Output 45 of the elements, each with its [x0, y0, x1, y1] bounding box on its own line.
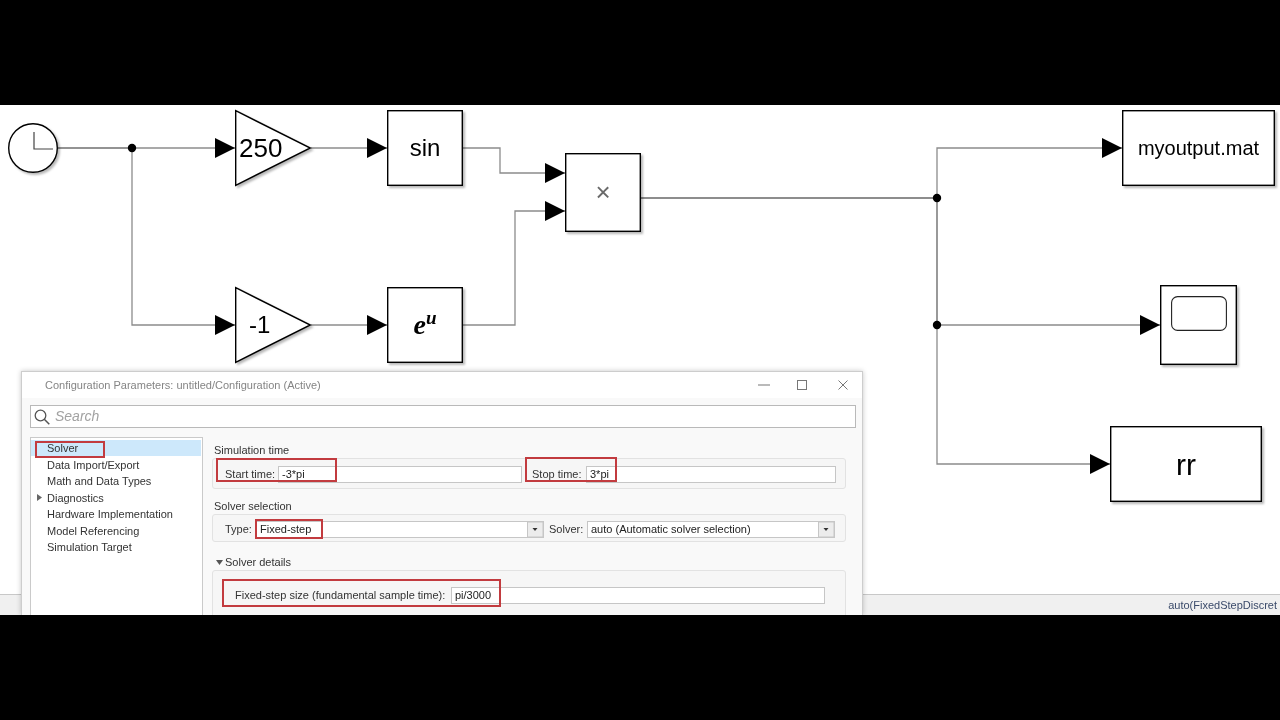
sink-block: [1110, 426, 1262, 502]
file-name: myoutput.mat: [1137, 137, 1260, 159]
tree-item: Diagnostics: [47, 490, 104, 506]
search-field: Search: [30, 405, 856, 428]
signal-line: [462, 147, 566, 183]
field-label: Start time:: [225, 467, 276, 481]
function-formula: e$^{u}$: [413, 309, 437, 341]
function-name: sin: [409, 134, 441, 162]
gain-block: [235, 287, 311, 363]
product-block: [565, 153, 641, 232]
tree-item: Math and Data Types: [47, 474, 152, 489]
tree-item: Data Import/Export: [47, 457, 140, 473]
text-field: pi/3000: [451, 587, 825, 604]
section-heading: Solver selection: [214, 499, 292, 513]
solver-status: auto(FixedStepDiscret: [1168, 599, 1277, 612]
text-field: 3*pi: [586, 466, 836, 483]
dropdown: Fixed-step: [256, 521, 544, 538]
function-block: [387, 110, 463, 186]
tree-item: Simulation Target: [47, 540, 132, 555]
multiply-sign: ×: [595, 178, 611, 207]
gain-value: -1: [249, 311, 271, 339]
text-field: -3*pi: [278, 466, 522, 483]
tree-item: Model Referencing: [47, 523, 140, 539]
gain-block: [235, 110, 311, 186]
signal-line: [640, 197, 1111, 474]
signal-line: [57, 147, 236, 335]
section-heading: Solver details: [225, 555, 292, 569]
field-label: Solver:: [549, 522, 584, 536]
variable-name: rr: [1176, 447, 1196, 481]
clock-block: [8, 123, 58, 173]
selected-tree-item: Solver: [31, 440, 201, 456]
sink-block: [1122, 110, 1275, 186]
dialog-title: Configuration Parameters: untitled/Configuration (Active): [45, 379, 321, 392]
field-label: Fixed-step size (fundamental sample time):: [235, 588, 446, 602]
gain-value: 250: [239, 133, 283, 163]
function-block: [387, 287, 463, 363]
tree-item: Hardware Implementation: [47, 507, 173, 522]
field-label: Type:: [225, 522, 252, 536]
signal-line: [462, 201, 566, 326]
scope-block: [1160, 285, 1237, 365]
signal-line: [310, 138, 388, 158]
dropdown: auto (Automatic solver selection): [587, 521, 835, 538]
field-label: Stop time:: [532, 467, 582, 481]
signal-line: [310, 315, 388, 335]
section-heading: Simulation time: [214, 443, 290, 457]
